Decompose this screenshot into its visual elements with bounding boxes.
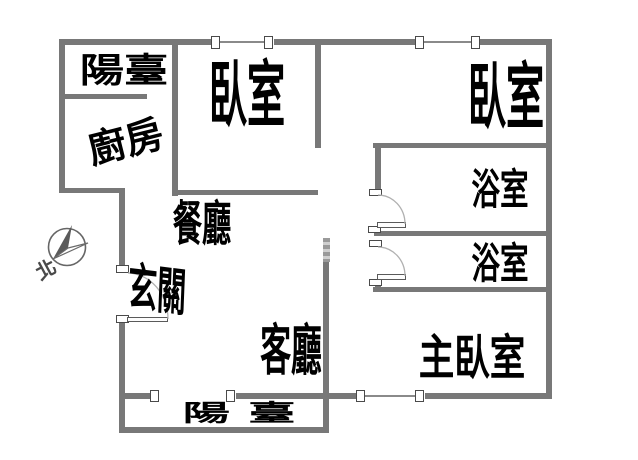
window-jamb bbox=[471, 36, 480, 49]
window-glass-line bbox=[217, 41, 269, 43]
entry-door-arc bbox=[127, 272, 169, 320]
wall-end-cap bbox=[323, 238, 330, 262]
room-label-bedroom1: 臥室 bbox=[208, 56, 286, 136]
window-jamb bbox=[415, 390, 424, 402]
wall bbox=[119, 322, 125, 433]
window-jamb bbox=[211, 36, 220, 49]
window-glass-line bbox=[421, 41, 475, 43]
door-jamb bbox=[369, 240, 382, 247]
wall bbox=[274, 39, 417, 45]
wall bbox=[59, 39, 213, 45]
opening-jamb bbox=[226, 390, 235, 402]
door-leaf bbox=[377, 222, 406, 228]
room-label-bathroom2: 浴室 bbox=[471, 242, 529, 288]
wall bbox=[374, 231, 552, 236]
window-glass-line bbox=[364, 395, 417, 397]
wall bbox=[546, 39, 552, 399]
wall bbox=[121, 393, 152, 399]
room-label-bathroom1: 浴室 bbox=[471, 168, 529, 214]
room-label-master-bedroom: 主臥室 bbox=[418, 332, 526, 385]
wall bbox=[425, 393, 552, 399]
wall bbox=[62, 94, 147, 99]
bathroom1-door-arc bbox=[377, 194, 406, 225]
wall bbox=[375, 143, 381, 190]
door-jamb bbox=[369, 189, 382, 196]
door-jamb bbox=[369, 279, 382, 286]
door-jamb bbox=[368, 226, 381, 233]
room-label-entry: 玄關 bbox=[126, 260, 188, 323]
room-label-bedroom2: 臥室 bbox=[467, 58, 545, 138]
wall bbox=[59, 188, 125, 193]
bathroom2-door-arc bbox=[377, 246, 406, 277]
wall bbox=[236, 393, 357, 399]
room-label-dining: 餐廳 bbox=[172, 198, 232, 251]
window-jamb bbox=[356, 390, 365, 402]
wall bbox=[119, 427, 329, 433]
wall bbox=[373, 143, 552, 148]
wall bbox=[172, 190, 318, 195]
wall bbox=[59, 39, 65, 193]
room-label-balcony-top: 陽臺 bbox=[79, 53, 169, 90]
door-leaf bbox=[377, 274, 406, 280]
room-label-balcony-bottom: 陽臺 bbox=[182, 400, 314, 426]
door-jamb bbox=[116, 265, 129, 273]
door-leaf bbox=[127, 317, 168, 322]
room-label-living: 客廳 bbox=[260, 320, 322, 382]
wall bbox=[323, 399, 329, 433]
wall bbox=[172, 40, 178, 196]
wall bbox=[323, 240, 329, 399]
wall bbox=[315, 42, 321, 148]
window-jamb bbox=[264, 36, 273, 49]
wall bbox=[119, 190, 125, 267]
compass-icon: 北 bbox=[32, 225, 89, 285]
window-jamb bbox=[415, 36, 424, 49]
wall bbox=[373, 287, 552, 292]
opening-jamb bbox=[150, 390, 159, 402]
compass-north-label: 北 bbox=[32, 255, 60, 285]
wall bbox=[480, 39, 552, 45]
